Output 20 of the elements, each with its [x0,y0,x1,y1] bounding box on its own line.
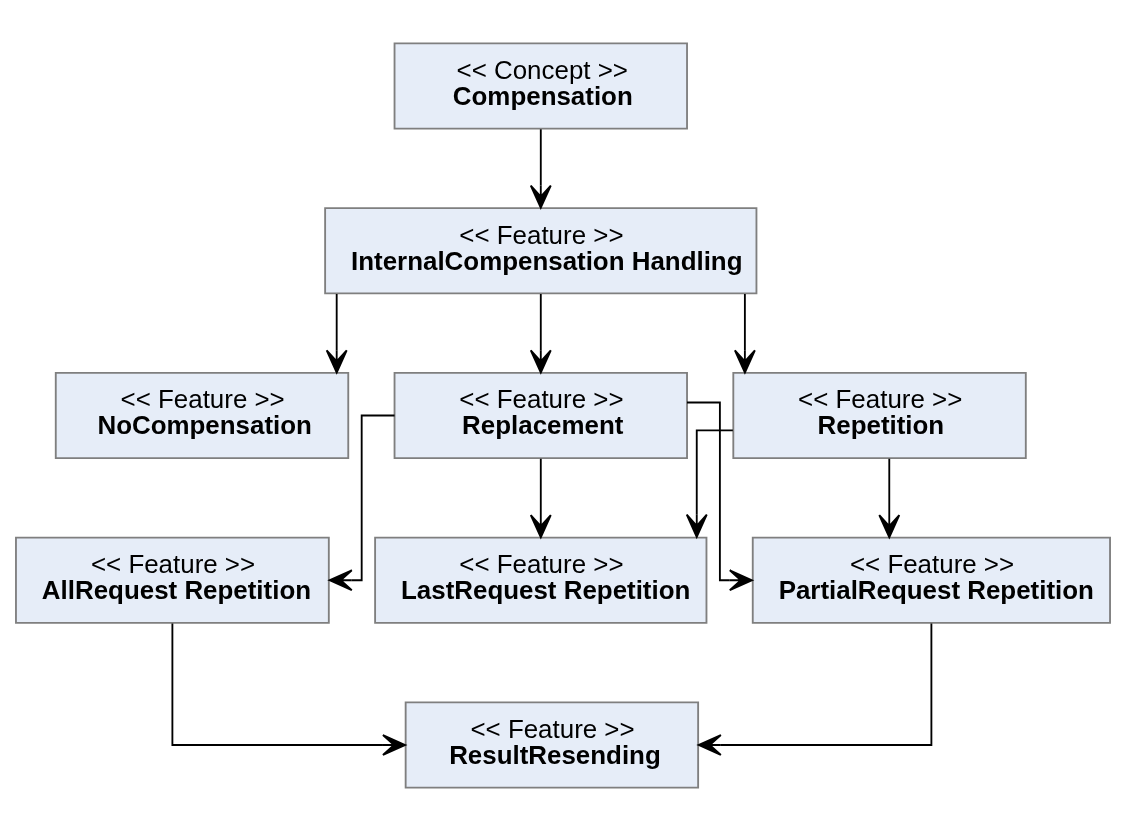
arrow [697,622,933,756]
arrow [325,293,348,374]
arrow [529,128,552,209]
node-box: << Feature >> PartialRequest Repetition [751,536,1111,624]
arrow [733,293,756,374]
node-box: << Concept >> Compensation [393,42,688,130]
arrow [878,457,901,539]
node-box: << Feature >> Repetition [732,372,1027,459]
arrow [529,293,552,374]
node-box: << Feature >> Replacement [393,372,688,459]
node-box: << Feature >> NoCompensation [54,372,350,459]
arrow [171,622,407,756]
arrow [529,457,552,539]
arrow [686,401,753,592]
node-box: << Feature >> ResultResending [404,701,700,789]
node-box: << Feature >> LastRequest Repetition [374,536,708,624]
arrow [685,429,734,538]
arrow [328,414,396,592]
node-box: << Feature >> InternalCompensation Handling [324,207,758,295]
node-box: << Feature >> AllRequest Repetition [15,536,330,624]
